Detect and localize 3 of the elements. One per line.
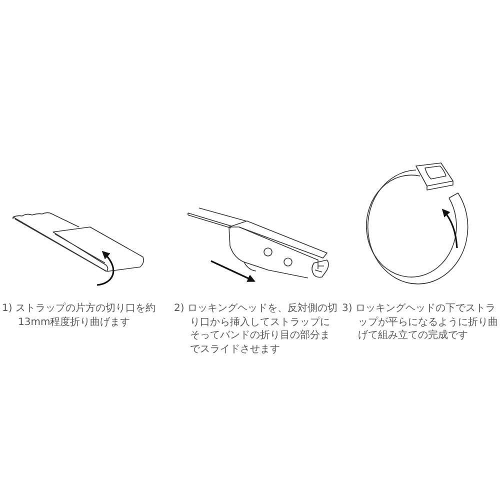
step-instruction: 1) ストラップの片方の切り口を約13mm程度折り曲げます	[2, 302, 156, 329]
step-instruction: 2) ロッキングヘッドを、反対側の切り口から挿入してストラップにそってバンドの折り目の部分までスライドさせます	[174, 302, 338, 356]
step-instruction: 3) ロッキングヘッドの下でストラップが平らになるように折り曲げて組み立ての完成です	[342, 302, 498, 342]
